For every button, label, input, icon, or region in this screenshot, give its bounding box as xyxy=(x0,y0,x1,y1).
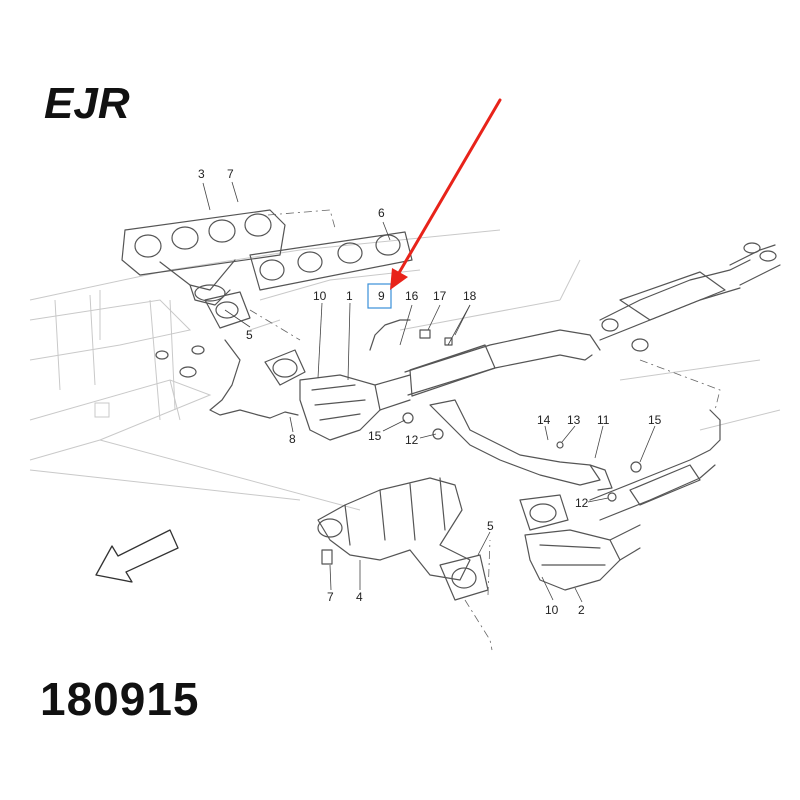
part-number: 180915 xyxy=(40,673,200,725)
catalytic-converter-2 xyxy=(519,494,641,591)
manifold-4 xyxy=(317,477,471,581)
callout-8: 8 xyxy=(289,432,296,446)
callout-1: 1 xyxy=(346,289,353,303)
callout-2: 2 xyxy=(578,603,585,617)
callout-12-right: 12 xyxy=(575,496,589,510)
callout-4: 4 xyxy=(356,590,363,604)
callout-10-lower: 10 xyxy=(545,603,559,617)
logo-text: EJR xyxy=(44,79,130,128)
manifold-3 xyxy=(121,209,286,306)
callout-12-left: 12 xyxy=(405,433,419,447)
front-direction-arrow-icon xyxy=(95,529,179,583)
ejr-logo: EJR xyxy=(44,79,130,128)
callout-labels: 3 7 6 10 1 9 16 17 18 5 8 15 12 14 13 11… xyxy=(198,167,662,617)
lower-right-pipe xyxy=(589,409,721,521)
callout-11: 11 xyxy=(597,413,610,427)
callout-5-lower: 5 xyxy=(487,519,494,533)
callout-18: 18 xyxy=(463,289,477,303)
callout-10-upper: 10 xyxy=(313,289,327,303)
callout-14: 14 xyxy=(537,413,551,427)
assembly-lines xyxy=(249,209,721,651)
callout-15-right: 15 xyxy=(648,413,662,427)
callout-13: 13 xyxy=(567,413,581,427)
red-pointer-arrow-icon xyxy=(390,98,502,290)
sensor-harness xyxy=(155,319,642,502)
callout-3: 3 xyxy=(198,167,205,181)
callout-6: 6 xyxy=(378,206,385,220)
callout-17: 17 xyxy=(433,289,447,303)
gasket-5-upper xyxy=(204,291,251,329)
callout-5-upper: 5 xyxy=(246,328,253,342)
highlight-box-9 xyxy=(367,283,392,309)
catalytic-converter-1 xyxy=(264,349,411,441)
callout-7-lower: 7 xyxy=(327,590,334,604)
callout-15-left: 15 xyxy=(368,429,382,443)
callout-7-upper: 7 xyxy=(227,167,234,181)
callout-9: 9 xyxy=(378,289,385,303)
chassis-background xyxy=(29,229,781,511)
main-exhaust-pipe xyxy=(404,242,781,397)
bracket-11 xyxy=(429,399,613,491)
gasket-6 xyxy=(249,231,413,291)
callout-16: 16 xyxy=(405,289,419,303)
leader-lines xyxy=(202,181,656,603)
